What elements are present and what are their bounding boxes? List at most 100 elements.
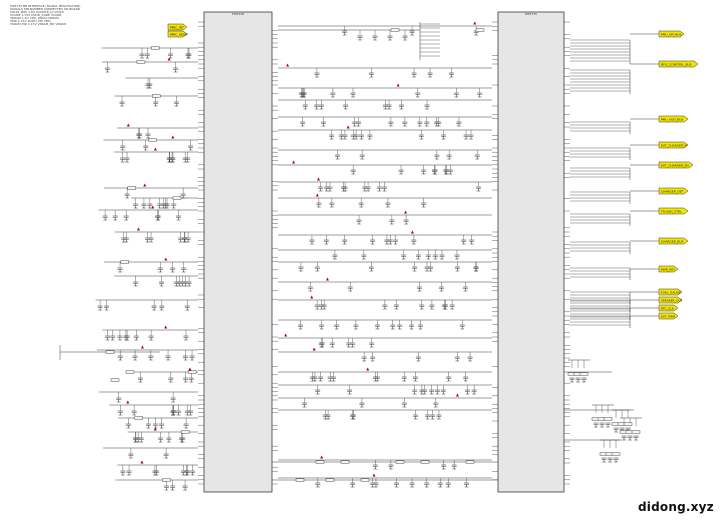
capacitor <box>429 304 435 310</box>
wire-layer <box>59 21 659 486</box>
pmic-chip-title: MT6328 <box>232 12 244 16</box>
capacitor <box>321 304 327 310</box>
capacitor <box>605 422 611 428</box>
capacitor <box>329 202 335 208</box>
power-rail-marker <box>310 295 314 299</box>
capacitor <box>117 410 123 416</box>
capacitor <box>331 376 337 382</box>
capacitor <box>309 239 315 245</box>
capacitor <box>145 133 151 139</box>
capacitor <box>151 305 157 311</box>
capacitor <box>424 266 430 272</box>
capacitor <box>411 239 417 245</box>
capacitor <box>302 104 308 110</box>
capacitor <box>139 53 145 59</box>
net-label-text: TFLASH_CTRL <box>660 210 682 214</box>
capacitor <box>432 254 438 260</box>
capacitor <box>388 464 394 470</box>
capacitor <box>441 464 447 470</box>
power-rail-marker <box>140 460 144 464</box>
capacitor <box>180 437 186 443</box>
capacitor <box>350 92 356 98</box>
capacitor <box>120 145 126 151</box>
capacitor <box>178 237 184 243</box>
capacitor <box>454 266 460 272</box>
net-label-text: SPEAKER_OUT <box>661 299 683 303</box>
capacitor <box>329 134 335 140</box>
header-line: VSRAM_MD 1.15V VSRAM_MD VSRAM <box>10 22 67 26</box>
capacitor <box>104 67 110 73</box>
capacitor <box>601 457 607 463</box>
resistor <box>420 460 430 464</box>
capacitor <box>170 410 176 416</box>
power-rail-marker <box>284 333 288 337</box>
capacitor <box>417 286 423 292</box>
capacitor <box>352 121 358 127</box>
net-label-pmic-int: PMIC_INT <box>167 23 188 31</box>
capacitor <box>153 101 159 107</box>
capacitor <box>110 335 116 341</box>
header-line: SIGNALS PIN NUMBER CONNECTED ON BOARD <box>10 7 81 11</box>
capacitor <box>152 470 158 476</box>
capacitor <box>315 389 321 395</box>
capacitor <box>350 342 356 348</box>
capacitor <box>334 324 340 330</box>
net-label-text: CHARGER_BUS <box>661 240 684 244</box>
capacitor <box>436 414 442 420</box>
capacitor <box>182 157 188 163</box>
capacitor <box>342 186 348 192</box>
soc-chip-title: MT6735 <box>525 12 537 16</box>
capacitor <box>463 134 469 140</box>
capacitor <box>424 482 430 488</box>
capacitor <box>390 324 396 330</box>
header-line: VMD 1.15V DVDD_MD VMD <box>10 19 51 23</box>
capacitor <box>419 304 425 310</box>
capacitor <box>448 72 454 78</box>
capacitor <box>104 305 110 311</box>
capacitor <box>123 215 129 221</box>
capacitor <box>144 237 150 243</box>
pmic-chip-block <box>203 11 273 493</box>
power-rail-marker <box>320 455 324 459</box>
power-rail-marker <box>151 205 155 209</box>
capacitor <box>409 324 415 330</box>
capacitor <box>135 437 141 443</box>
net-label-text: PWR_KEY <box>661 268 675 272</box>
capacitor <box>438 286 444 292</box>
capacitor <box>468 134 474 140</box>
capacitor <box>449 304 455 310</box>
capacitor <box>170 397 176 403</box>
net-label-charger-det: CHARGER_DET <box>658 187 689 195</box>
net-label-text: EXT_CHARGER_IF <box>661 144 687 148</box>
power-rail-marker <box>396 83 400 87</box>
capacitor <box>374 324 380 330</box>
capacitor <box>307 286 313 292</box>
capacitor <box>429 389 435 395</box>
capacitor <box>157 267 163 273</box>
capacitor <box>372 464 378 470</box>
capacitor <box>153 423 159 429</box>
capacitor <box>132 355 138 361</box>
capacitor <box>437 482 443 488</box>
resistor <box>295 478 305 482</box>
resistor <box>120 260 130 264</box>
capacitor <box>300 121 306 127</box>
header-line: VCORE 1.15V DVDD_CORE VCORE <box>10 13 62 17</box>
resistor <box>187 370 197 374</box>
capacitor <box>318 104 324 110</box>
capacitor <box>454 356 460 362</box>
capacitor <box>633 435 639 441</box>
capacitor <box>350 482 356 488</box>
capacitor <box>356 121 362 127</box>
capacitor <box>167 157 173 163</box>
capacitor <box>415 92 421 98</box>
capacitor <box>298 324 304 330</box>
capacitor <box>575 377 581 383</box>
net-label-pmic-reset: PMIC_RESET <box>167 30 189 38</box>
capacitor <box>182 237 188 243</box>
capacitor <box>397 324 403 330</box>
power-rail-marker <box>315 193 319 197</box>
capacitor <box>342 134 348 140</box>
capacitor <box>170 410 176 416</box>
power-rail-marker <box>292 160 296 164</box>
